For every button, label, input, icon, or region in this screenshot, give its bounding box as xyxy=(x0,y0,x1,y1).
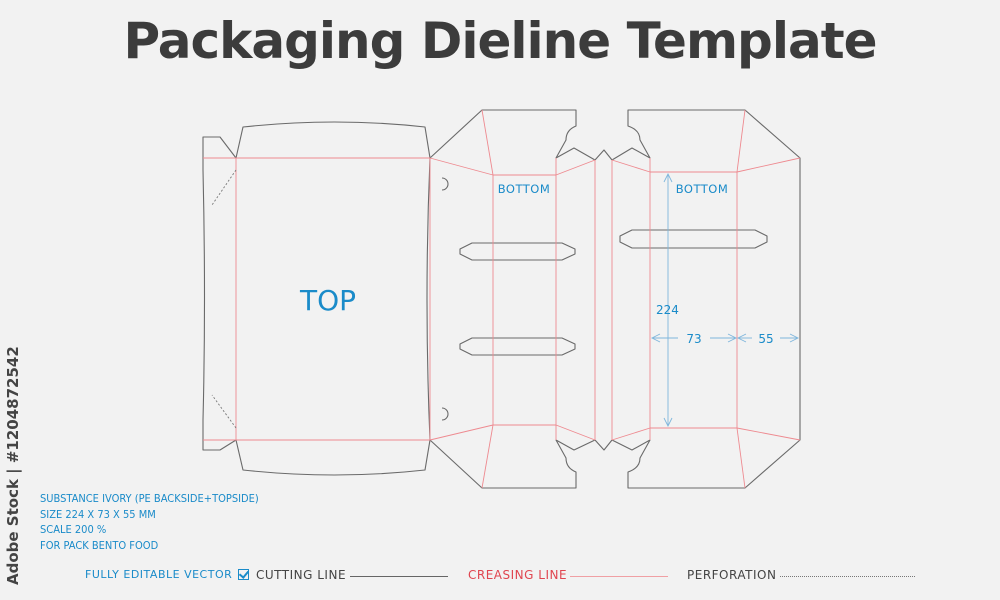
editable-vector-note: FULLY EDITABLE VECTOR xyxy=(85,568,250,581)
spec-substance: SUBSTANCE IVORY (PE BACKSIDE+TOPSIDE) xyxy=(40,492,259,505)
left-dust-flap xyxy=(202,136,237,451)
creasing-lines xyxy=(203,109,801,489)
spec-scale: SCALE 200 % xyxy=(40,523,107,536)
dimension-length: 224 xyxy=(656,303,679,317)
top-panel-label: TOP xyxy=(299,284,356,317)
lock-tab-left-2 xyxy=(459,337,576,356)
lock-tab-left-1 xyxy=(459,242,576,261)
dimension-depth: 55 xyxy=(758,332,773,346)
bottom-right-panel-outline xyxy=(611,109,801,489)
perforation-lines xyxy=(211,169,237,429)
spec-notes: SUBSTANCE IVORY (PE BACKSIDE+TOPSIDE) SI… xyxy=(40,491,259,553)
center-gusset xyxy=(594,149,613,451)
editable-vector-label: FULLY EDITABLE VECTOR xyxy=(85,568,233,581)
legend-creasing-label: CREASING LINE xyxy=(468,568,568,582)
dimension-markers xyxy=(650,172,800,428)
checkbox-icon xyxy=(238,569,250,580)
top-panel-right-edge xyxy=(426,157,431,441)
spec-usage: FOR PACK BENTO FOOD xyxy=(40,538,159,552)
legend-perforation-label: PERFORATION xyxy=(687,568,777,582)
stock-watermark: Adobe Stock | #1204872542 xyxy=(4,346,22,585)
bottom-left-panel-outline xyxy=(429,109,596,489)
top-panel-top-flap xyxy=(235,121,431,159)
page-title: Packaging Dieline Template xyxy=(123,12,877,70)
lock-tab-right-1 xyxy=(619,229,768,249)
dimension-width: 73 xyxy=(686,332,701,346)
bottom-left-label: BOTTOM xyxy=(498,182,551,196)
legend-perforation-line xyxy=(780,576,915,577)
legend-cutting-label: CUTTING LINE xyxy=(256,568,347,582)
cutting-lines xyxy=(202,109,801,489)
spec-size: SIZE 224 X 73 X 55 MM xyxy=(40,507,156,521)
legend-cutting-line xyxy=(350,576,448,577)
legend-creasing-line xyxy=(570,576,668,577)
bottom-right-label: BOTTOM xyxy=(676,182,729,196)
top-panel-bottom-flap xyxy=(235,439,431,476)
